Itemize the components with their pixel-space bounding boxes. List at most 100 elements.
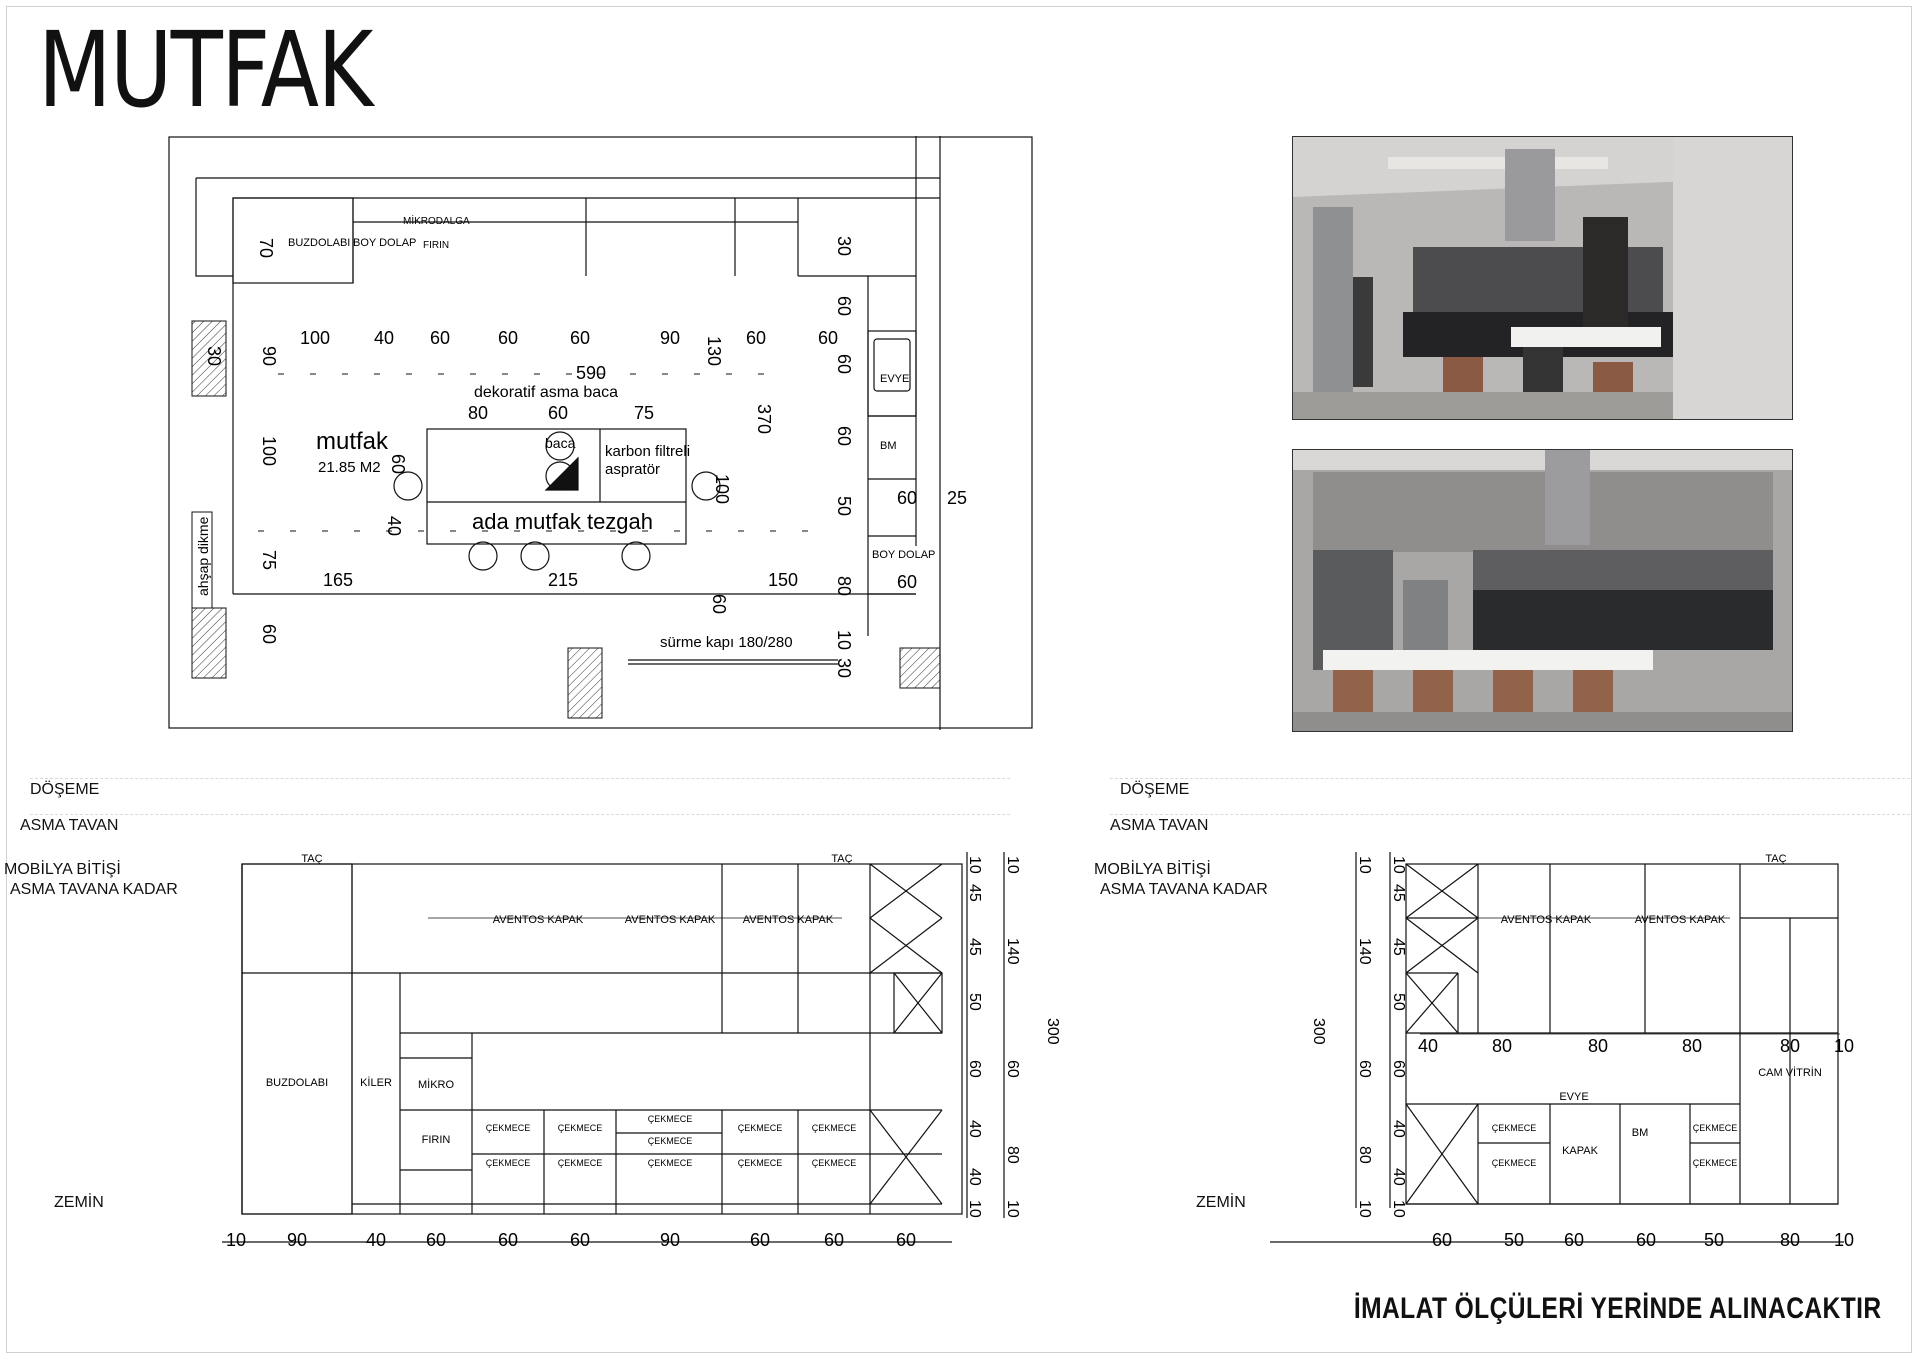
svg-text:90: 90 bbox=[660, 1230, 680, 1250]
svg-text:50: 50 bbox=[966, 993, 983, 1011]
elev1-crown-right: TAÇ bbox=[831, 853, 852, 865]
svg-text:60: 60 bbox=[750, 1230, 770, 1250]
svg-text:10: 10 bbox=[834, 630, 854, 650]
svg-text:60: 60 bbox=[824, 1230, 844, 1250]
svg-text:40: 40 bbox=[966, 1120, 983, 1138]
svg-text:215: 215 bbox=[548, 570, 578, 590]
svg-text:ÇEKMECE: ÇEKMECE bbox=[486, 1158, 531, 1168]
ceiling-line bbox=[30, 814, 1010, 815]
svg-text:80: 80 bbox=[1004, 1146, 1021, 1164]
svg-text:10: 10 bbox=[1356, 856, 1373, 874]
svg-text:40: 40 bbox=[1418, 1036, 1438, 1056]
svg-text:10: 10 bbox=[1390, 856, 1407, 874]
svg-text:ÇEKMECE: ÇEKMECE bbox=[648, 1114, 693, 1124]
elev2-aventos-1: AVENTOS KAPAK bbox=[1501, 914, 1592, 926]
svg-text:60: 60 bbox=[426, 1230, 446, 1250]
elev2-glass-cab: CAM VİTRİN bbox=[1758, 1066, 1822, 1079]
svg-text:60: 60 bbox=[897, 488, 917, 508]
svg-text:30: 30 bbox=[204, 346, 224, 366]
svg-text:60: 60 bbox=[896, 1230, 916, 1250]
elev1-aventos-3: AVENTOS KAPAK bbox=[743, 914, 834, 926]
svg-text:10: 10 bbox=[1004, 856, 1021, 874]
svg-text:10: 10 bbox=[966, 856, 983, 874]
svg-text:10: 10 bbox=[1390, 1200, 1407, 1218]
elev2-top-dims: 40 80 80 80 80 10 bbox=[1418, 1036, 1854, 1056]
svg-text:60: 60 bbox=[498, 1230, 518, 1250]
svg-text:90: 90 bbox=[259, 346, 279, 366]
elevation-right: TAÇ AVENTOS KAPAK AVENTOS KAPAK CAM VİTR… bbox=[1270, 852, 1854, 1250]
level-finish-1: MOBİLYA BİTİŞİ bbox=[4, 861, 121, 878]
level-ceiling-2: ASMA TAVAN bbox=[1110, 817, 1209, 834]
svg-text:60: 60 bbox=[388, 454, 408, 474]
plan-sliding-door-label: sürme kapı 180/280 bbox=[660, 634, 793, 651]
svg-text:40: 40 bbox=[374, 328, 394, 348]
svg-text:90: 90 bbox=[287, 1230, 307, 1250]
svg-text:80: 80 bbox=[468, 403, 488, 423]
plan-fridge-label: BUZDOLABI bbox=[288, 237, 350, 249]
footer-note: İMALAT ÖLÇÜLERİ YERİNDE ALINACAKTIR bbox=[1354, 1292, 1882, 1325]
kitchen-render-photo-1 bbox=[1292, 136, 1793, 420]
svg-text:60: 60 bbox=[746, 328, 766, 348]
elev2-left-dims: 10 45 45 50 60 40 40 10 10 140 60 80 10 … bbox=[1310, 856, 1407, 1218]
plan-wood-post-label: ahşap dikme bbox=[195, 516, 211, 596]
elev2-drawers: ÇEKMECE ÇEKMECE ÇEKMECE ÇEKMECE bbox=[1492, 1123, 1738, 1168]
svg-text:10: 10 bbox=[966, 1200, 983, 1218]
elev1-micro: MİKRO bbox=[418, 1078, 455, 1091]
svg-text:60: 60 bbox=[1356, 1060, 1373, 1078]
svg-text:40: 40 bbox=[1390, 1168, 1407, 1186]
svg-text:40: 40 bbox=[966, 1168, 983, 1186]
svg-text:60: 60 bbox=[966, 1060, 983, 1078]
svg-text:370: 370 bbox=[754, 404, 774, 434]
svg-text:80: 80 bbox=[1588, 1036, 1608, 1056]
kitchen-render-photo-2 bbox=[1292, 449, 1793, 732]
level-floor-slab-2: DÖŞEME bbox=[1120, 781, 1190, 798]
svg-text:80: 80 bbox=[1356, 1146, 1373, 1164]
level-finish-1-2: MOBİLYA BİTİŞİ bbox=[1094, 861, 1211, 878]
svg-text:70: 70 bbox=[256, 238, 276, 258]
plan-chimney-label: baca bbox=[545, 435, 576, 451]
svg-text:60: 60 bbox=[1564, 1230, 1584, 1250]
svg-text:80: 80 bbox=[1682, 1036, 1702, 1056]
svg-text:140: 140 bbox=[1004, 938, 1021, 965]
svg-text:10: 10 bbox=[1356, 1200, 1373, 1218]
svg-text:ÇEKMECE: ÇEKMECE bbox=[648, 1158, 693, 1168]
svg-text:60: 60 bbox=[548, 403, 568, 423]
svg-text:165: 165 bbox=[323, 570, 353, 590]
elev2-dishwasher: BM bbox=[1632, 1127, 1649, 1139]
svg-text:30: 30 bbox=[834, 658, 854, 678]
svg-text:80: 80 bbox=[834, 576, 854, 596]
elevation-left: TAÇ TAÇ AVENTOS KAPAK AVENTOS KAPAK AVEN… bbox=[222, 852, 1061, 1250]
svg-text:60: 60 bbox=[897, 572, 917, 592]
svg-text:ÇEKMECE: ÇEKMECE bbox=[738, 1123, 783, 1133]
svg-text:ÇEKMECE: ÇEKMECE bbox=[812, 1123, 857, 1133]
svg-text:60: 60 bbox=[570, 328, 590, 348]
svg-text:75: 75 bbox=[634, 403, 654, 423]
svg-text:60: 60 bbox=[259, 624, 279, 644]
svg-text:60: 60 bbox=[818, 328, 838, 348]
plan-island-label: ada mutfak tezgah bbox=[472, 509, 653, 534]
svg-text:ÇEKMECE: ÇEKMECE bbox=[558, 1123, 603, 1133]
svg-text:150: 150 bbox=[768, 570, 798, 590]
elev1-pantry: KİLER bbox=[360, 1076, 392, 1089]
floor-slab-line bbox=[30, 778, 1010, 779]
svg-text:60: 60 bbox=[1432, 1230, 1452, 1250]
svg-text:60: 60 bbox=[570, 1230, 590, 1250]
svg-text:60: 60 bbox=[498, 328, 518, 348]
plan-hood-label: dekoratif asma baca bbox=[474, 384, 618, 401]
plan-tall-cab-2-label: BOY DOLAP bbox=[872, 549, 935, 561]
svg-text:90: 90 bbox=[660, 328, 680, 348]
svg-text:ÇEKMECE: ÇEKMECE bbox=[486, 1123, 531, 1133]
ceiling-line-2 bbox=[1110, 814, 1910, 815]
elev2-aventos-2: AVENTOS KAPAK bbox=[1635, 914, 1726, 926]
plan-microwave-label: MİKRODALGA bbox=[403, 214, 470, 227]
svg-text:300: 300 bbox=[1310, 1018, 1327, 1045]
svg-text:10: 10 bbox=[1834, 1230, 1854, 1250]
svg-text:ÇEKMECE: ÇEKMECE bbox=[1693, 1158, 1738, 1168]
elev2-sink: EVYE bbox=[1559, 1091, 1588, 1103]
elev2-bottom-dims: 60 50 60 60 50 80 10 bbox=[1432, 1230, 1854, 1250]
svg-text:45: 45 bbox=[1390, 884, 1407, 902]
svg-text:ÇEKMECE: ÇEKMECE bbox=[648, 1136, 693, 1146]
svg-text:60: 60 bbox=[1390, 1060, 1407, 1078]
svg-text:60: 60 bbox=[834, 426, 854, 446]
plan-room-area: 21.85 M2 bbox=[318, 459, 381, 476]
